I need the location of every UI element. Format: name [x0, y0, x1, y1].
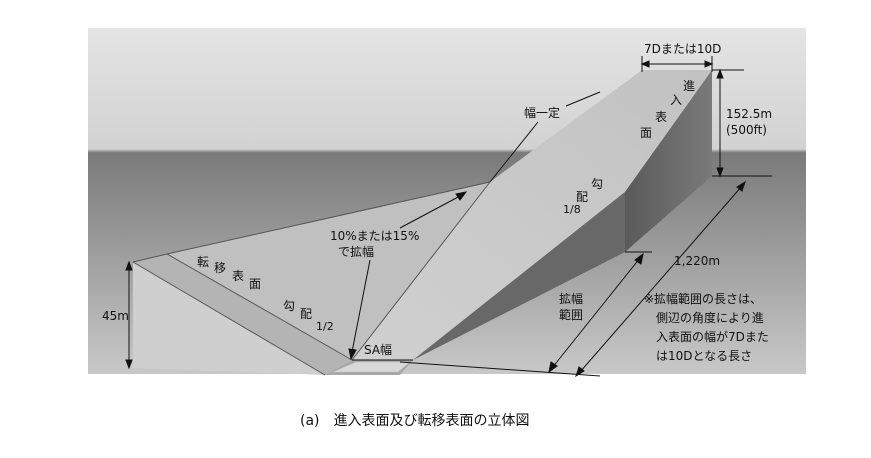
expansion-range-label-2: 範囲	[559, 307, 583, 322]
height-left-label: 45m	[102, 309, 129, 323]
approach-slope-ratio: 1/8	[563, 203, 581, 216]
note-line-4: は10Dとなる長さ	[656, 349, 752, 363]
constant-width-leaders	[489, 91, 601, 183]
length-dimension	[399, 175, 772, 378]
expansion-rate-leaders	[348, 191, 468, 361]
approach-char-2: 入	[670, 93, 682, 107]
sa-strip-top	[332, 361, 411, 373]
figure-caption: (a) 進入表面及び転移表面の立体図	[300, 413, 530, 429]
right-side-face	[413, 192, 625, 360]
note: ※拡幅範囲の長さは、 側辺の角度により進 入表面の幅が7Dまた は10Dとなる長…	[644, 291, 769, 363]
transition-slope-char-1: 勾	[283, 299, 295, 313]
right-side-face-far	[625, 70, 712, 252]
approach-char-3: 表	[655, 110, 667, 124]
top-width-dimension	[640, 56, 714, 72]
approach-char-4: 面	[640, 126, 652, 140]
approach-slope-char-2: 配	[576, 190, 588, 204]
expansion-range-dimension	[548, 251, 652, 374]
length-label: 1,220m	[674, 254, 720, 268]
approach-surface	[352, 70, 712, 360]
approach-slope-char-1: 勾	[591, 177, 603, 191]
expansion-rate-label-2: で拡幅	[338, 244, 374, 259]
note-line-3: 入表面の幅が7Dまた	[656, 329, 769, 344]
transition-char-2: 移	[214, 261, 226, 275]
constant-width-label: 幅一定	[524, 105, 560, 120]
expansion-range-label-1: 拡幅	[559, 291, 583, 306]
transition-slope-ratio: 1/2	[316, 320, 334, 333]
expansion-rate-label-1: 10%または15%	[330, 229, 419, 243]
height-right-ft-label: (500ft)	[726, 123, 767, 137]
transition-surface-upper	[167, 182, 490, 360]
transition-char-4: 面	[249, 277, 261, 291]
top-width-label: 7Dまたは10D	[644, 42, 721, 56]
height-right-label: 152.5m	[726, 107, 772, 121]
approach-char-1: 進	[683, 79, 695, 93]
transition-char-1: 転	[197, 255, 209, 269]
transition-char-3: 表	[232, 269, 244, 283]
height-left-dimension	[125, 260, 133, 370]
sa-width-label: SA幅	[364, 342, 392, 357]
note-line-2: 側辺の角度により進	[656, 310, 764, 325]
transition-slope-char-2: 配	[300, 307, 312, 321]
note-line-1: ※拡幅範囲の長さは、	[644, 291, 762, 306]
